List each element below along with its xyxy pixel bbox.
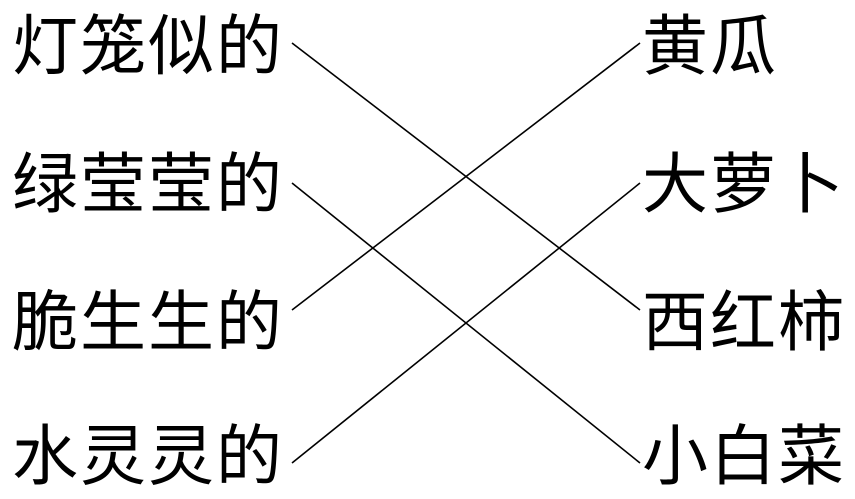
line-shuilingling-daluobo	[291, 182, 641, 464]
right-item-1: 黄瓜	[642, 8, 778, 85]
line-cuishengsheng-huanggua	[291, 42, 641, 311]
right-item-3: 西红柿	[642, 284, 846, 361]
left-item-2: 绿莹莹的	[12, 146, 284, 223]
left-item-4: 水灵灵的	[12, 418, 284, 495]
left-item-1: 灯笼似的	[12, 8, 284, 85]
left-item-3: 脆生生的	[12, 284, 284, 361]
right-item-4: 小白菜	[642, 418, 846, 495]
right-item-2: 大萝卜	[642, 146, 846, 223]
